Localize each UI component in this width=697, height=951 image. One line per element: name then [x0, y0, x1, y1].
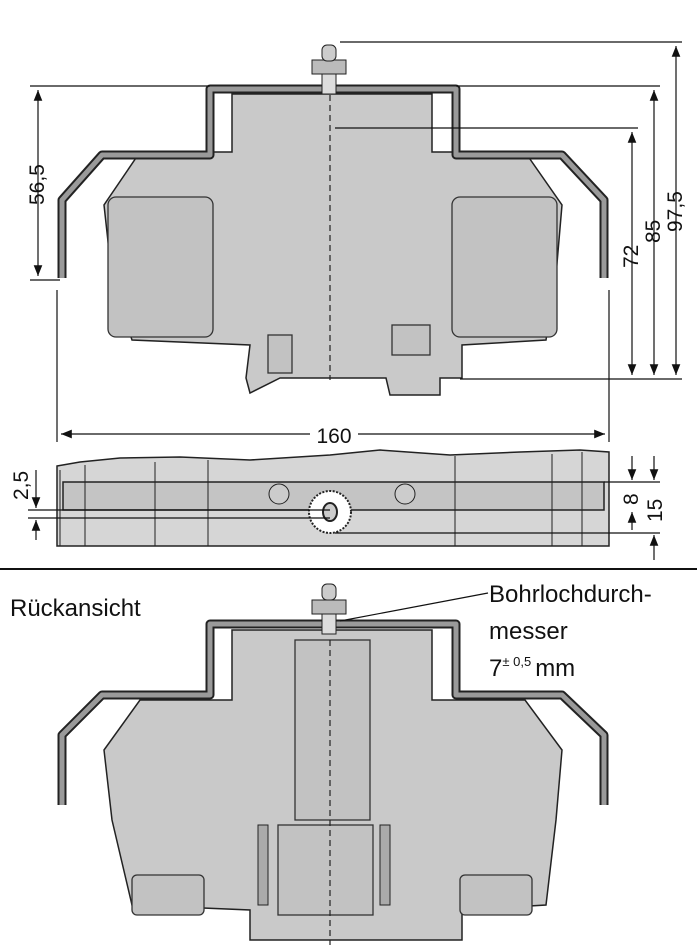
- side-view: 2,5 8 15: [10, 449, 667, 560]
- dim-8: 8: [620, 493, 643, 505]
- dim-85: 85: [642, 220, 665, 243]
- rear-center-box: [277, 824, 374, 916]
- front-window-left: [107, 196, 214, 338]
- screw-icon: [311, 583, 347, 635]
- rear-foot-right: [459, 874, 533, 916]
- screw-head-icon: [268, 483, 290, 505]
- rear-center-column: [294, 639, 371, 821]
- rear-view: Rückansicht Bohrlochdurch- messer 7± 0,5…: [10, 581, 652, 945]
- screw-head-icon: [394, 483, 416, 505]
- dim-72: 72: [620, 245, 643, 268]
- dim-160: 160: [316, 425, 351, 448]
- note-line2: messer: [489, 618, 568, 645]
- dim-97-5: 97,5: [664, 191, 687, 232]
- dim-2-5: 2,5: [10, 471, 33, 500]
- rear-foot-left: [131, 874, 205, 916]
- spring-icon: [379, 824, 391, 906]
- rear-view-title: Rückansicht: [10, 595, 141, 622]
- spring-icon: [257, 824, 269, 906]
- front-clip: [391, 324, 431, 356]
- screw-icon: [311, 44, 347, 95]
- front-latch: [267, 334, 293, 374]
- front-window-right: [451, 196, 558, 338]
- dim-15: 15: [644, 499, 667, 522]
- dim-56-5: 56,5: [26, 164, 49, 205]
- front-view: 56,5 72 85 97,5 160: [26, 41, 687, 448]
- note-line1: Bohrlochdurch-: [489, 581, 652, 608]
